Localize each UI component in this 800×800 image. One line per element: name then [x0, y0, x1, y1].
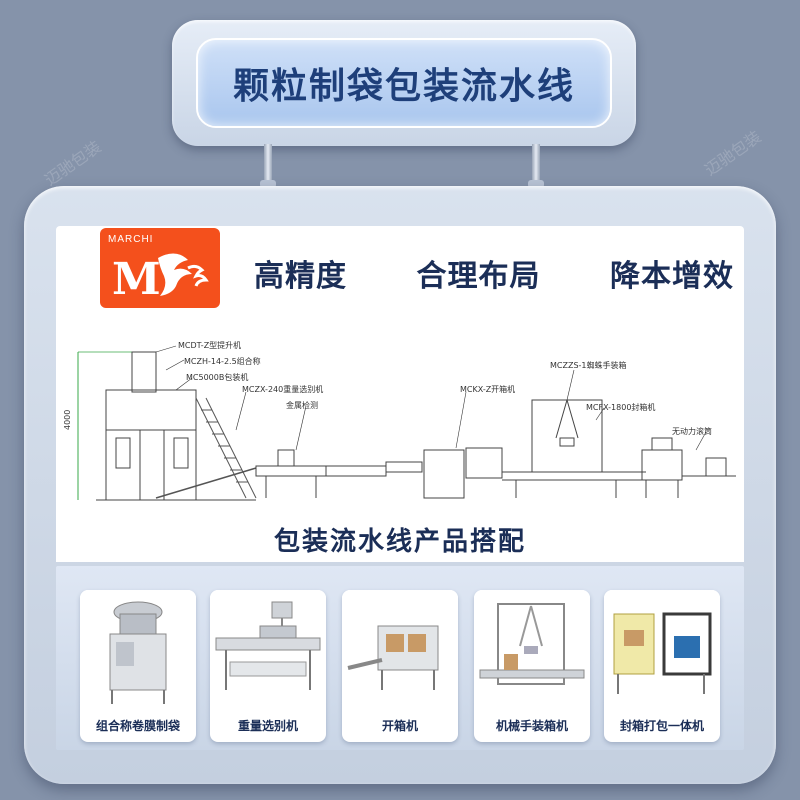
- service-stair: [195, 397, 257, 499]
- incline-conveyor: [155, 467, 257, 499]
- page-title: 颗粒制袋包装流水线: [232, 66, 575, 107]
- height-label: 4000: [63, 410, 72, 430]
- product-card[interactable]: 重量选别机: [210, 590, 326, 742]
- label-checkweigher: MCZX-240重量选别机: [242, 384, 323, 394]
- product-card[interactable]: 组合称卷膜制袋: [80, 590, 196, 742]
- carton-sealer-icon: [604, 590, 720, 708]
- label-carton-erector: MCKX-Z开箱机: [460, 384, 515, 394]
- product-label: 机械手装箱机: [495, 718, 568, 733]
- label-weigher: MCZH-14-2.5组合称: [184, 356, 261, 366]
- product-card[interactable]: 封箱打包一体机: [604, 590, 720, 742]
- checkweigher-icon: [210, 590, 326, 708]
- production-line-diagram: 4000: [63, 340, 736, 501]
- sign-post-cap: [528, 180, 544, 188]
- label-sealer: MCFX-1800封箱机: [586, 402, 655, 412]
- label-roller: 无动力滚筒: [672, 426, 712, 436]
- logo-text: MARCHI: [108, 234, 154, 245]
- product-label: 开箱机: [381, 718, 418, 733]
- brand-logo: MARCHI M: [100, 228, 220, 308]
- sign-post: [264, 144, 272, 186]
- section-subtitle: 包装流水线产品搭配: [56, 516, 744, 562]
- packing-tower: [96, 351, 256, 501]
- title-banner: 颗粒制袋包装流水线: [196, 38, 612, 128]
- label-spider-packer: MCZZS-1蜘蛛手装箱: [550, 360, 627, 370]
- robot-case-packer-icon: [474, 590, 590, 708]
- section-subtitle-text: 包装流水线产品搭配: [273, 526, 526, 557]
- svg-text:M: M: [112, 254, 161, 305]
- leader-lines: [155, 345, 707, 451]
- label-packer: MC5000B包装机: [186, 372, 248, 382]
- carton-erector-icon: [342, 590, 458, 708]
- product-card[interactable]: 机械手装箱机: [474, 590, 590, 742]
- checkweigher-unit: [255, 449, 387, 498]
- slogan-layout: 合理布局: [416, 259, 541, 294]
- product-label: 封箱打包一体机: [619, 718, 704, 733]
- slogan-row: 高精度 合理布局 降本增效: [254, 250, 734, 296]
- slogan-precision: 高精度: [254, 259, 347, 294]
- product-card[interactable]: 开箱机: [342, 590, 458, 742]
- slogan-efficiency: 降本增效: [610, 259, 734, 294]
- sign-post-cap: [260, 180, 276, 188]
- carton-sealer: [641, 437, 736, 498]
- sign-post: [532, 144, 540, 186]
- logo-mark-icon: M: [112, 253, 209, 305]
- watermark: 迈驰包装: [701, 127, 765, 180]
- product-label: 组合称卷膜制袋: [95, 718, 180, 733]
- label-elevator: MCDT-Z型提升机: [178, 340, 241, 350]
- main-conveyor: [385, 447, 646, 499]
- packaging-machine-icon: [80, 590, 196, 708]
- product-label: 重量选别机: [237, 718, 298, 733]
- label-metal-detector: 金属检测: [286, 400, 318, 410]
- watermark: 迈驰包装: [41, 137, 105, 190]
